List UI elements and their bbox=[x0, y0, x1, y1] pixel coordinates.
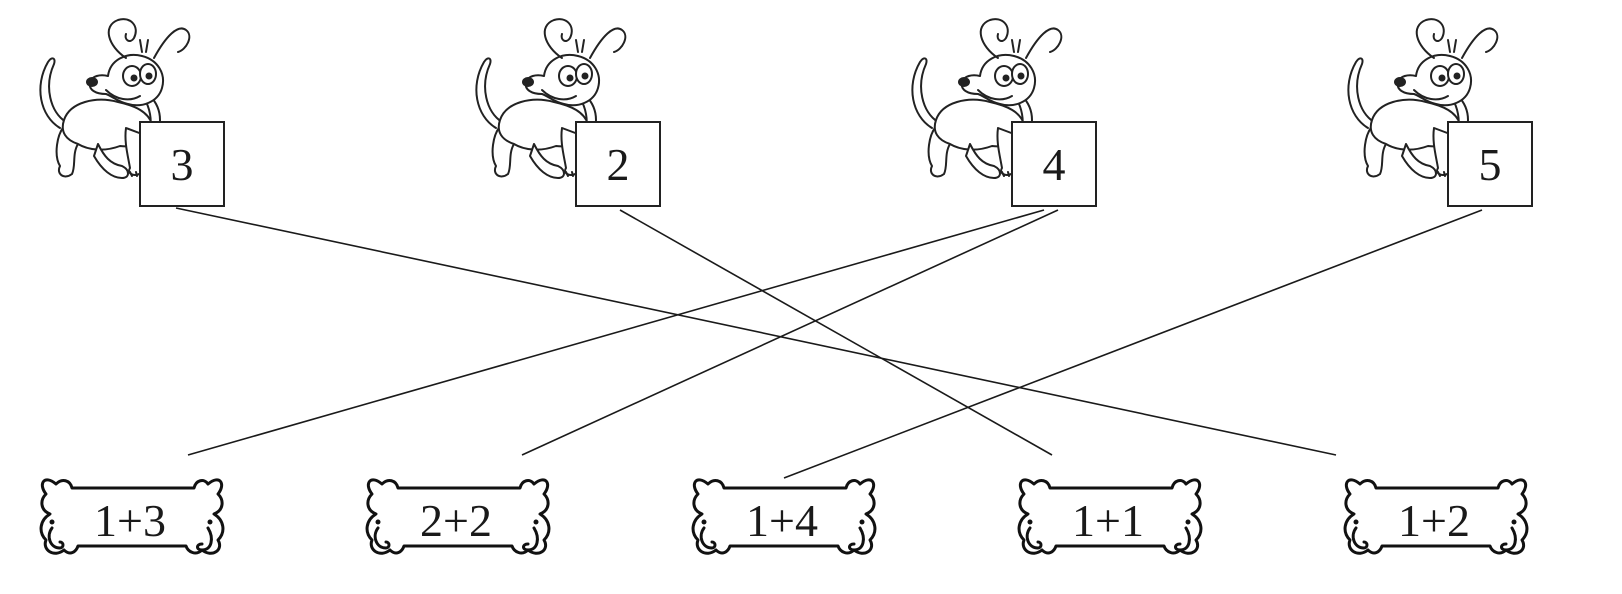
bone-expression: 1+2 bbox=[1398, 495, 1470, 546]
number-label: 3 bbox=[171, 139, 194, 190]
dog-card-3: 4 bbox=[911, 18, 1097, 207]
connection-line bbox=[187, 209, 1045, 456]
connection-line bbox=[521, 209, 1059, 456]
bone-expression: 1+3 bbox=[94, 495, 166, 546]
bone-card-3: 1+4 bbox=[691, 478, 877, 555]
bone-expression: 1+4 bbox=[746, 495, 818, 546]
connection-lines bbox=[175, 207, 1483, 479]
connection-line bbox=[619, 209, 1053, 456]
dog-card-1: 3 bbox=[39, 18, 225, 207]
number-box bbox=[1011, 121, 1097, 207]
number-box bbox=[575, 121, 661, 207]
dog-card-2: 2 bbox=[475, 18, 661, 207]
connection-line bbox=[175, 207, 1337, 456]
bone-expression: 2+2 bbox=[420, 495, 492, 546]
number-label: 5 bbox=[1479, 139, 1502, 190]
number-box bbox=[1447, 121, 1533, 207]
connection-line bbox=[783, 209, 1483, 479]
bone-card-4: 1+1 bbox=[1017, 478, 1203, 555]
bone-card-1: 1+3 bbox=[39, 478, 225, 555]
number-box bbox=[139, 121, 225, 207]
dog-card-4: 5 bbox=[1347, 18, 1533, 207]
bone-expression: 1+1 bbox=[1072, 495, 1144, 546]
bone-card-2: 2+2 bbox=[365, 478, 551, 555]
number-label: 2 bbox=[607, 139, 630, 190]
bone-card-5: 1+2 bbox=[1343, 478, 1529, 555]
number-label: 4 bbox=[1043, 139, 1066, 190]
